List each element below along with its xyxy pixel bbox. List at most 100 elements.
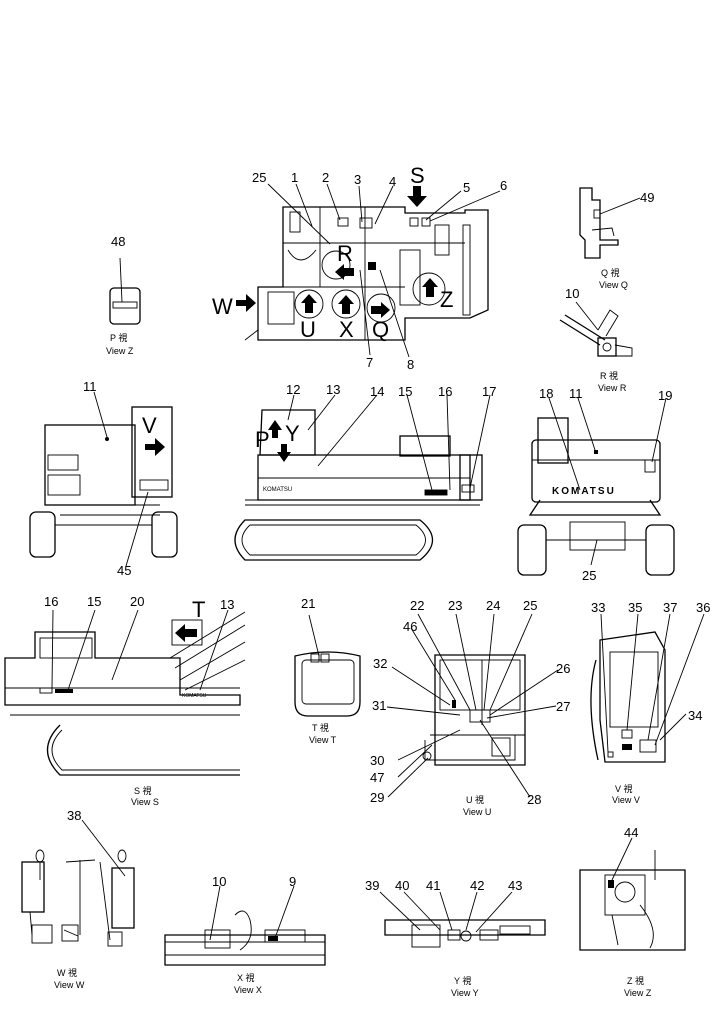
- callout-36: 36: [696, 600, 710, 615]
- caption-t-jp: T 視: [312, 722, 329, 733]
- callout-21: 21: [301, 596, 315, 611]
- letter-Y: Y: [285, 421, 300, 446]
- view-captions: P 視 View Z Q 視 View Q R 視 View R S 視 Vie…: [54, 267, 652, 998]
- caption-z-en: View Z: [624, 988, 652, 998]
- callout-16-s: 16: [44, 594, 58, 609]
- callout-15: 15: [398, 384, 412, 399]
- callout-8: 8: [407, 357, 414, 372]
- callout-40: 40: [395, 878, 409, 893]
- callout-26: 26: [556, 661, 570, 676]
- callout-29: 29: [370, 790, 384, 805]
- callout-44: 44: [624, 825, 638, 840]
- callout-45: 45: [117, 563, 131, 578]
- callout-numbers: 25 1 2 3 4 5 6 7 8 49 48 10 11 12 13 14 …: [44, 170, 710, 893]
- callout-3: 3: [354, 172, 361, 187]
- callout-10-r: 10: [565, 286, 579, 301]
- callout-7: 7: [366, 355, 373, 370]
- caption-u-jp: U 視: [466, 794, 484, 805]
- callout-25-rear: 25: [582, 568, 596, 583]
- callout-2: 2: [322, 170, 329, 185]
- letter-Z: Z: [440, 287, 453, 312]
- letter-V: V: [142, 413, 157, 438]
- front-view-left: [29, 391, 178, 567]
- caption-t-en: View T: [309, 735, 337, 745]
- callout-22: 22: [410, 598, 424, 613]
- caption-p-en: View Z: [106, 346, 134, 356]
- view-y: [379, 891, 546, 948]
- callout-37: 37: [663, 600, 677, 615]
- callout-10-x: 10: [212, 874, 226, 889]
- callout-9: 9: [289, 874, 296, 889]
- brand-label-s: KOMATSU: [182, 693, 207, 699]
- brand-label-side: KOMATSU: [263, 487, 292, 493]
- callout-34: 34: [688, 708, 702, 723]
- caption-r-jp: R 視: [600, 370, 618, 381]
- view-r: [559, 301, 633, 357]
- caption-v-en: View V: [612, 795, 640, 805]
- caption-v-jp: V 視: [615, 783, 633, 794]
- callout-4: 4: [389, 174, 396, 189]
- letter-U: U: [300, 317, 316, 342]
- letter-T: T: [192, 597, 205, 622]
- caption-s-jp: S 視: [134, 785, 152, 796]
- letter-X: X: [339, 317, 354, 342]
- letter-P: P: [255, 427, 270, 452]
- callout-30: 30: [370, 753, 384, 768]
- callout-19: 19: [658, 388, 672, 403]
- view-t: [294, 614, 361, 717]
- letter-R: R: [337, 241, 353, 266]
- caption-x-en: View X: [234, 985, 262, 995]
- rear-view-right: KOMATSU: [517, 397, 675, 576]
- view-q: [579, 187, 641, 259]
- caption-q-jp: Q 視: [601, 267, 620, 278]
- callout-24: 24: [486, 598, 500, 613]
- callout-32: 32: [373, 656, 387, 671]
- callout-28: 28: [527, 792, 541, 807]
- callout-46: 46: [403, 619, 417, 634]
- view-z: [579, 837, 686, 951]
- caption-q-en: View Q: [599, 280, 628, 290]
- callout-1: 1: [291, 170, 298, 185]
- caption-y-en: View Y: [451, 988, 479, 998]
- caption-w-en: View W: [54, 980, 85, 990]
- side-view-center: KOMATSU: [234, 394, 491, 561]
- caption-x-jp: X 視: [237, 972, 255, 983]
- callout-25-u: 25: [523, 598, 537, 613]
- callout-43: 43: [508, 878, 522, 893]
- callout-13: 13: [326, 382, 340, 397]
- callout-42: 42: [470, 878, 484, 893]
- letter-Q: Q: [372, 317, 389, 342]
- callout-15-s: 15: [87, 594, 101, 609]
- callout-11-right: 11: [569, 386, 583, 401]
- callout-25-top: 25: [252, 170, 266, 185]
- callout-20: 20: [130, 594, 144, 609]
- caption-u-en: View U: [463, 807, 491, 817]
- callout-47: 47: [370, 770, 384, 785]
- view-u: [386, 613, 559, 798]
- brand-label-rear: KOMATSU: [552, 486, 616, 497]
- callout-31: 31: [372, 698, 386, 713]
- caption-r-en: View R: [598, 383, 627, 393]
- caption-s-en: View S: [131, 797, 159, 807]
- callout-35: 35: [628, 600, 642, 615]
- view-w: [21, 819, 135, 947]
- callout-39: 39: [365, 878, 379, 893]
- callout-27: 27: [556, 699, 570, 714]
- top-plan-view: [236, 186, 489, 341]
- callout-6: 6: [500, 178, 507, 193]
- callout-18: 18: [539, 386, 553, 401]
- callout-23: 23: [448, 598, 462, 613]
- caption-z-jp: Z 視: [627, 975, 644, 986]
- callout-11-left: 11: [83, 379, 97, 394]
- callout-5: 5: [463, 180, 470, 195]
- view-p: [109, 257, 141, 325]
- caption-p-jp: P 視: [110, 332, 127, 343]
- view-s: KOMATSU: [4, 609, 246, 776]
- callout-12: 12: [286, 382, 300, 397]
- view-x: [164, 885, 326, 966]
- callout-13-s: 13: [220, 597, 234, 612]
- callout-49: 49: [640, 190, 654, 205]
- caption-w-jp: W 視: [57, 967, 77, 978]
- callout-33: 33: [591, 600, 605, 615]
